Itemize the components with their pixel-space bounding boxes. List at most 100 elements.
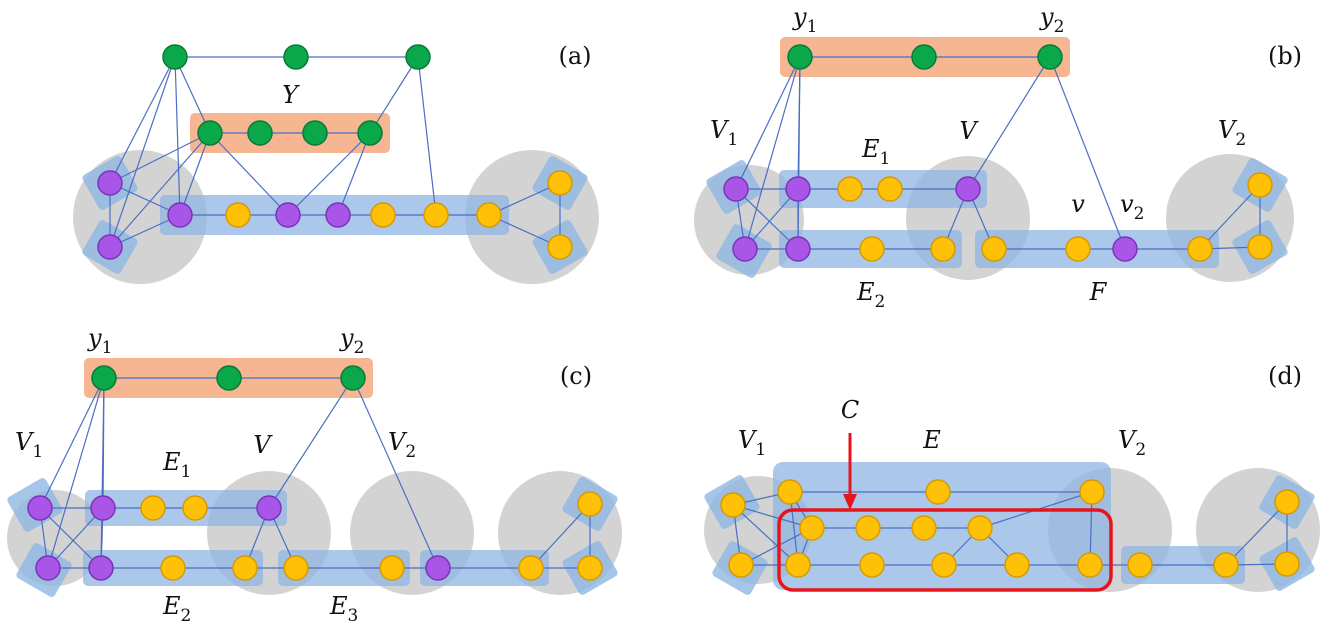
purple-vertex-a [325, 202, 351, 228]
label-base: V [388, 428, 408, 456]
highlight-box-C [777, 508, 1113, 592]
label-base: y [792, 3, 807, 31]
vertex-set-label-c-V1: V1 [15, 428, 43, 462]
edge-c [39, 377, 105, 509]
edge-c [100, 377, 105, 569]
box-layer [777, 433, 1113, 592]
label-base: V [1218, 116, 1238, 144]
yellow-vertex-c [140, 495, 166, 521]
purple-vertex-b [723, 176, 749, 202]
label-base: V [959, 117, 979, 145]
edge-c [47, 507, 104, 569]
label-base: E [329, 592, 348, 620]
label-base: C [841, 396, 859, 424]
edge-c [530, 503, 591, 569]
yellow-vertex-a [476, 202, 502, 228]
label-base: E [162, 448, 181, 476]
edge-d [1225, 501, 1288, 566]
edge-a [369, 56, 419, 134]
purple-vertex-b [955, 176, 981, 202]
label-base: E [856, 278, 875, 306]
purple-vertex-c [256, 495, 282, 521]
yellow-vertex-c [379, 555, 405, 581]
label-base: E [162, 592, 181, 620]
vertex-set-label-d-E: E [922, 426, 941, 454]
label-base: V [710, 116, 730, 144]
yellow-vertex-a [370, 202, 396, 228]
purple-vertex-b [785, 176, 811, 202]
yellow-vertex-c [232, 555, 258, 581]
vertex-set-label-b-V1: V1 [710, 116, 738, 150]
vertex-set-label-d-V2: V2 [1118, 426, 1146, 460]
label-base: V [738, 426, 758, 454]
yellow-vertex-c [160, 555, 186, 581]
edge-a [174, 56, 211, 134]
vertex-set-label-d-V1: V1 [738, 426, 766, 460]
green-vertex-c [216, 365, 242, 391]
edge-a [287, 132, 371, 216]
vertex-set-label-d-C: C [841, 396, 859, 424]
yellow-vertex-d [1004, 552, 1030, 578]
label-subscript: 2 [1235, 130, 1246, 150]
yellow-vertex-c [283, 555, 309, 581]
yellow-vertex-a [225, 202, 251, 228]
yellow-vertex-b [859, 236, 885, 262]
green-vertex-a [405, 44, 431, 70]
vertex-set-label-a-Y: Y [282, 81, 300, 109]
edge-a [417, 56, 437, 216]
label-subscript: 1 [181, 462, 192, 482]
edge-b [1199, 184, 1261, 250]
vertex-set-label-c-E2: E2 [162, 592, 191, 626]
edge-c [47, 377, 105, 569]
label-base: y [339, 324, 354, 352]
edge-layer [39, 56, 1288, 569]
edge-a [488, 214, 561, 248]
purple-vertex-a [167, 202, 193, 228]
yellow-vertex-a [423, 202, 449, 228]
yellow-vertex-d [931, 552, 957, 578]
green-vertex-b [787, 44, 813, 70]
edge-d [732, 504, 799, 566]
yellow-vertex-d [967, 515, 993, 541]
vertex-set-label-b-v2: v2 [1120, 190, 1144, 224]
label-subscript: 2 [1135, 440, 1146, 460]
yellow-vertex-c [577, 555, 603, 581]
edge-a [488, 182, 561, 216]
label-subscript: 1 [807, 17, 818, 37]
green-vertex-b [911, 44, 937, 70]
edge-d [740, 527, 813, 566]
purple-vertex-c [27, 495, 53, 521]
yellow-vertex-d [728, 552, 754, 578]
yellow-vertex-d [859, 552, 885, 578]
label-subscript: 2 [354, 338, 365, 358]
green-vertex-c [340, 365, 366, 391]
edge-c [39, 507, 102, 569]
green-vertex-a [247, 120, 273, 146]
yellow-vertex-d [1274, 551, 1300, 577]
edge-b [744, 56, 801, 250]
vertex-set-label-c-E1: E1 [162, 448, 191, 482]
label-subscript: 2 [181, 606, 192, 626]
label-base: y [1039, 3, 1054, 31]
label-base: E [861, 135, 880, 163]
yellow-vertex-d [1274, 489, 1300, 515]
edge-b [744, 188, 799, 250]
vertex-set-label-b-V: V [959, 117, 979, 145]
vertex-set-label-b-E1: E1 [861, 135, 890, 169]
yellow-vertex-d [785, 552, 811, 578]
label-subscript: 1 [32, 442, 43, 462]
yellow-vertex-d [855, 515, 881, 541]
yellow-vertex-d [1213, 552, 1239, 578]
edge-b [735, 56, 801, 190]
yellow-vertex-b [837, 176, 863, 202]
vertex-set-label-b-y2: y2 [1039, 3, 1064, 37]
edge-a [209, 132, 289, 216]
label-subscript: 2 [1054, 17, 1065, 37]
label-subscript: 3 [348, 606, 359, 626]
label-base: v [1071, 190, 1085, 218]
yellow-vertex-d [720, 492, 746, 518]
panel-caption-b: (b) [1268, 42, 1302, 70]
edge-a [109, 56, 176, 184]
